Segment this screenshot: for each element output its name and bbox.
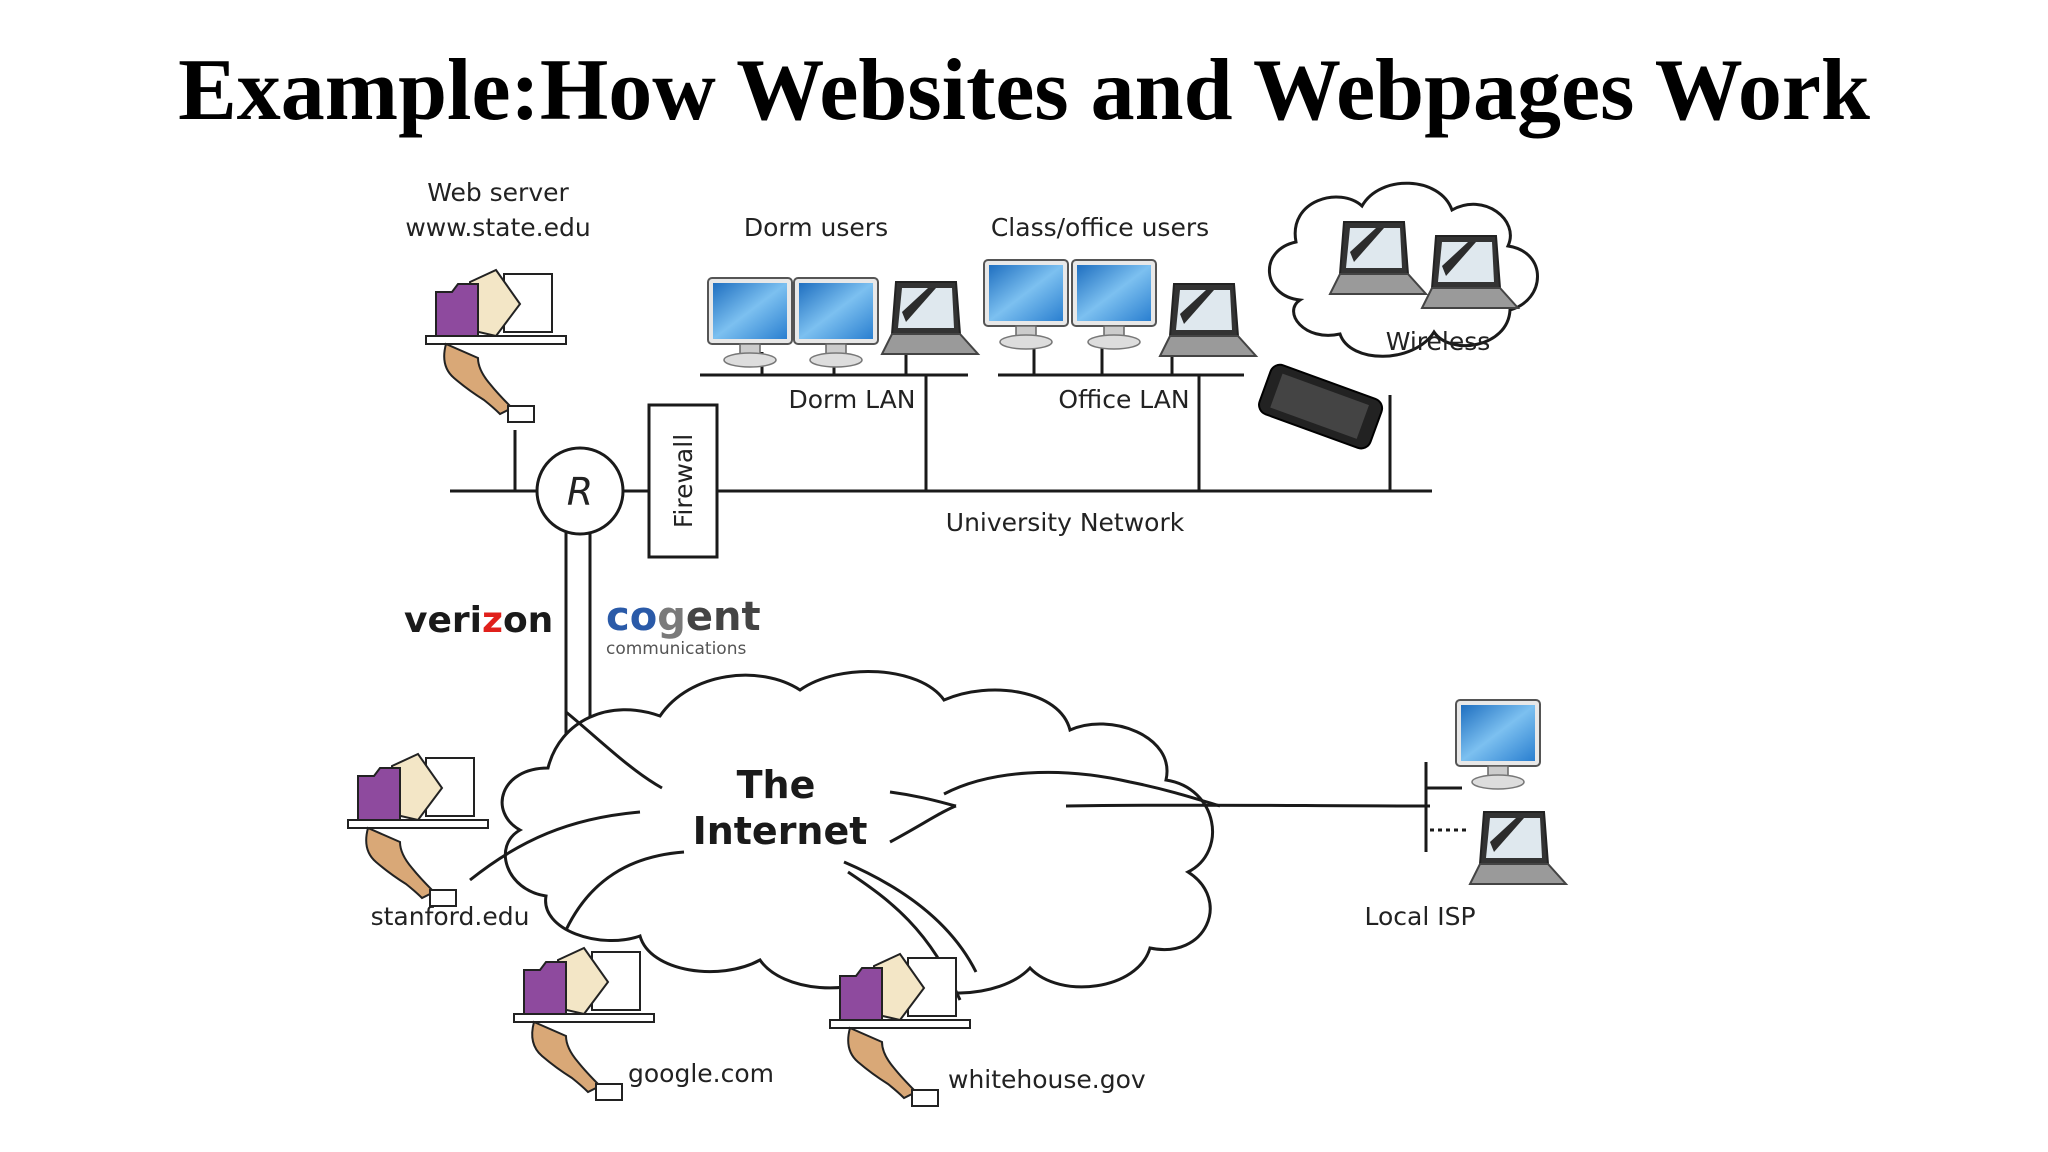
laptop-icon (1469, 811, 1567, 885)
dorm-lan-label: Dorm LAN (789, 385, 916, 414)
university-network-label: University Network (946, 508, 1185, 537)
stanford-server-icon (347, 753, 489, 907)
web-server-label: Web server (427, 178, 569, 207)
cogent-subtitle: communications (606, 639, 746, 659)
laptop-icon (1159, 283, 1257, 357)
router (535, 446, 625, 536)
google-label: google.com (628, 1059, 774, 1088)
verizon-logo: verizon (404, 600, 553, 641)
web-server-host: www.state.edu (405, 213, 590, 242)
monitor-icon (983, 259, 1069, 350)
wireless-label: Wireless (1386, 327, 1491, 356)
firewall-label: Firewall (669, 434, 698, 528)
internet-cloud (500, 669, 1214, 995)
monitor-icon (707, 277, 793, 368)
monitor-icon (793, 277, 879, 368)
stanford-label: stanford.edu (371, 902, 530, 931)
dorm-users-label: Dorm users (744, 213, 888, 242)
cogent-logo: cogent (606, 594, 761, 640)
web-server-icon (425, 269, 567, 423)
monitor-icon (1071, 259, 1157, 350)
local-isp-lines (1424, 762, 1470, 852)
internet-line2: Internet (693, 809, 868, 853)
internet-line1: The (737, 763, 816, 807)
smartphone-icon (1258, 363, 1384, 450)
router-letter: R (567, 470, 593, 514)
class-office-users-label: Class/office users (991, 213, 1209, 242)
firewall (647, 403, 719, 559)
laptop-icon (881, 281, 979, 355)
local-isp-label: Local ISP (1364, 902, 1475, 931)
monitor-icon (1455, 699, 1541, 790)
whitehouse-label: whitehouse.gov (948, 1065, 1146, 1094)
slide-title: Example:How Websites and Webpages Work (178, 42, 1870, 139)
office-lan-label: Office LAN (1058, 385, 1189, 414)
